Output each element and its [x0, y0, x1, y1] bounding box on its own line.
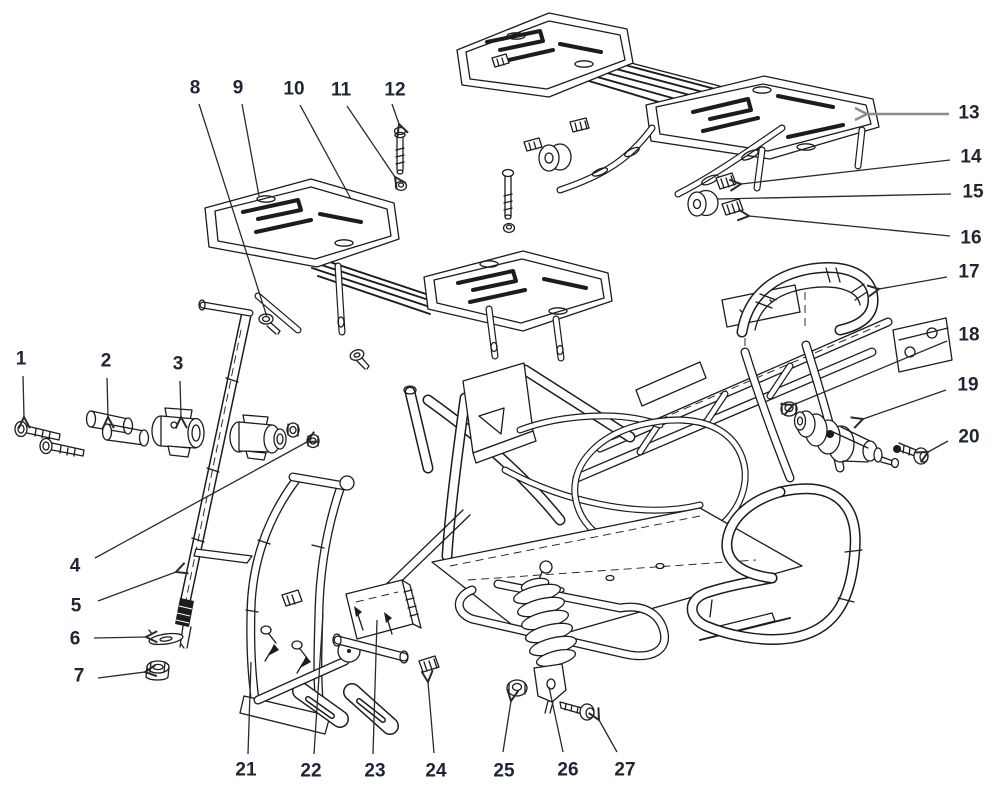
damper-19	[793, 410, 900, 469]
pivot-bolt-8	[258, 313, 281, 335]
callout-label-8: 8	[190, 78, 201, 99]
slotted-plate	[292, 682, 349, 728]
shock-absorber	[512, 560, 578, 714]
washer-6	[148, 629, 185, 649]
leader-line-2	[101, 377, 115, 429]
callout-label-20: 20	[958, 427, 979, 448]
callout-label-25: 25	[493, 761, 515, 782]
callout-label-18: 18	[958, 325, 979, 346]
footrest-rails-lower	[299, 251, 439, 315]
callout-label-26: 26	[557, 760, 578, 781]
steering-column	[145, 299, 254, 681]
callout-label-23: 23	[364, 761, 385, 782]
footplate-upper-left	[456, 12, 634, 98]
leader-line-5	[97, 562, 189, 602]
callout-label-10: 10	[283, 79, 304, 100]
leader-line-11	[346, 105, 407, 190]
callout-label-21: 21	[235, 760, 257, 781]
callout-label-16: 16	[960, 228, 981, 249]
clip-24	[418, 655, 440, 673]
leader-line-6	[93, 630, 158, 644]
skid-bracket	[332, 579, 422, 664]
callout-label-3: 3	[173, 354, 184, 375]
clamp-piece	[569, 117, 590, 133]
leader-line-21	[247, 661, 252, 755]
steering-arm-blade	[193, 548, 253, 564]
callout-label-11: 11	[331, 80, 352, 101]
leader-line-1	[17, 375, 31, 429]
leader-line-22	[313, 613, 324, 755]
rack-end-bracket	[892, 317, 953, 373]
clamp-piece	[523, 137, 543, 152]
callout-label-12: 12	[384, 80, 405, 101]
slotted-plate	[343, 683, 399, 735]
callout-label-17: 17	[958, 262, 979, 283]
rear-bumper-loop	[686, 483, 863, 645]
handlebar-clamp-parts	[14, 407, 320, 461]
roller-upper	[538, 143, 572, 172]
nut-7	[145, 660, 170, 681]
shock-clevis	[533, 663, 567, 703]
leader-line-3	[174, 380, 188, 429]
leader-line-8	[198, 103, 268, 318]
leader-line-18	[780, 340, 948, 416]
leader-line-24	[420, 669, 435, 754]
leader-line-17	[866, 276, 948, 298]
leader-line-4	[94, 431, 320, 559]
leader-line-20	[915, 440, 949, 463]
leader-line-25	[502, 688, 520, 753]
clamp-3b	[229, 414, 287, 461]
leader-line-14	[728, 159, 951, 192]
callout-label-15: 15	[962, 182, 984, 203]
nut-25	[506, 679, 528, 697]
leader-line-7	[97, 664, 158, 679]
callout-label-22: 22	[300, 761, 321, 782]
small-screw	[349, 349, 370, 370]
callout-label-24: 24	[425, 761, 447, 782]
leader-line-9	[241, 103, 260, 197]
callout-label-6: 6	[70, 629, 81, 650]
leader-line-16	[736, 208, 951, 237]
clamp-3	[151, 407, 205, 458]
callout-label-9: 9	[233, 78, 244, 99]
callout-label-2: 2	[101, 351, 112, 372]
front-fork	[239, 472, 399, 735]
main-frame	[372, 284, 953, 661]
bolt-12-nut-11	[393, 126, 408, 192]
spline-section	[175, 598, 194, 627]
running-board-loop	[454, 579, 791, 661]
leader-line-27	[588, 707, 618, 753]
fork-bottom-plate	[239, 695, 331, 735]
callout-label-14: 14	[960, 147, 982, 168]
bolt-and-nut	[501, 168, 516, 234]
callout-label-27: 27	[614, 760, 635, 781]
roller-15	[687, 189, 719, 217]
callout-label-7: 7	[74, 666, 85, 687]
callout-label-5: 5	[71, 596, 82, 617]
rear-grab-hoop	[736, 262, 879, 338]
leader-line-12	[391, 103, 409, 137]
callout-label-19: 19	[957, 375, 978, 396]
clamp-piece	[491, 53, 510, 68]
bolt-27	[559, 701, 595, 721]
spacers-2	[85, 410, 150, 447]
leader-line-19	[850, 389, 947, 429]
leader-line-23	[372, 619, 378, 755]
leader-line-15	[717, 193, 952, 200]
callout-label-4: 4	[70, 556, 81, 577]
bolts-1	[14, 420, 85, 457]
upper-footrest-assembly	[456, 12, 880, 234]
leader-line-26	[548, 686, 564, 753]
leader-line-10	[299, 104, 352, 200]
callout-label-13: 13	[958, 103, 979, 124]
callout-label-1: 1	[16, 349, 27, 370]
